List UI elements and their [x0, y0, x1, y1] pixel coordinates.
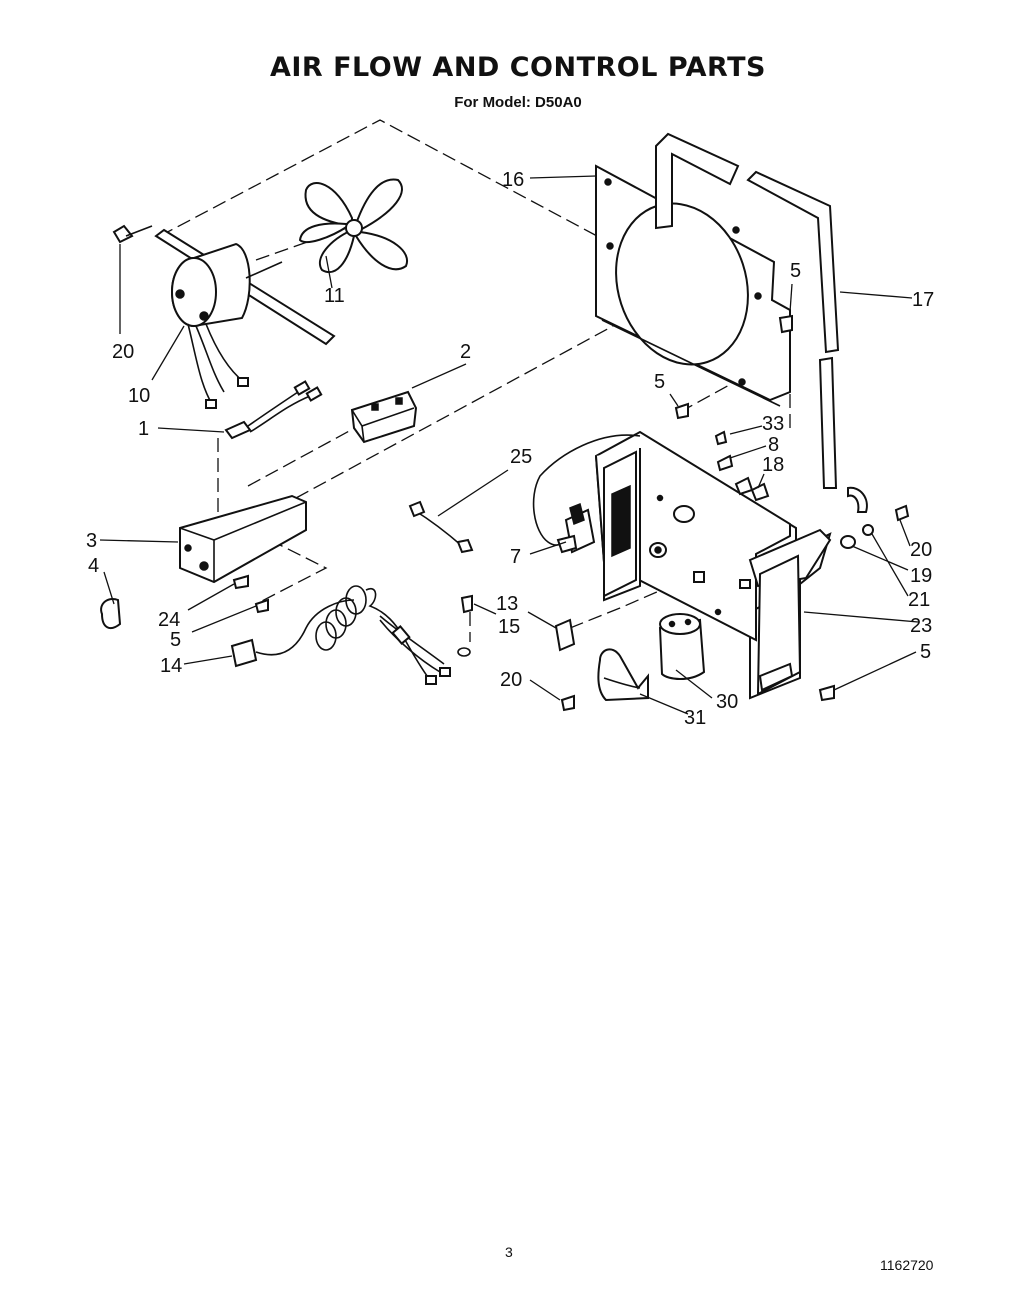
screw-part-20-upper: [112, 224, 153, 244]
callout-18: 18: [762, 454, 784, 476]
hardware-parts-33-8-18: [714, 430, 770, 502]
fan-shroud-part-16: [595, 164, 791, 407]
callout-11: 11: [324, 285, 345, 307]
switch-part-2: [350, 390, 418, 444]
callout-15: 15: [498, 616, 520, 638]
callout-16: 16: [502, 169, 524, 191]
capacitor-strap-part-31: [597, 648, 649, 702]
page-number: 3: [505, 1244, 513, 1260]
callout-23: 23: [910, 615, 932, 637]
callout-31: 31: [684, 707, 706, 729]
callout-21: 21: [908, 589, 930, 611]
small-screws-bracket: [232, 574, 269, 614]
model-subtitle: For Model: D50A0: [454, 94, 582, 111]
fan-motor-part-10: [154, 228, 336, 409]
ground-screw-part-15: [460, 594, 473, 614]
callout-3: 3: [86, 530, 97, 552]
callout-19: 19: [910, 565, 932, 587]
wire-lead-part-1: [224, 380, 323, 440]
callout-30: 30: [716, 691, 738, 713]
control-bracket-part-3: [179, 494, 307, 584]
relay-part-13: [554, 618, 576, 652]
callout-20: 20: [500, 669, 522, 691]
callout-8: 8: [768, 434, 779, 456]
bulb-clip-part-25: [408, 500, 474, 554]
callout-leaders: [99, 175, 919, 715]
page-title: AIR FLOW AND CONTROL PARTS: [269, 52, 767, 83]
callout-14: 14: [160, 655, 182, 677]
callout-1: 1: [138, 418, 149, 440]
screws-part-5: [560, 314, 835, 712]
seal-strips-part-17: [655, 132, 840, 489]
callout-numbers: 16 17 5 5 11 2 20 10 1 3 4 24 5 14 25 7 …: [86, 169, 934, 729]
callout-5: 5: [170, 629, 181, 651]
fan-blade-part-11: [298, 178, 409, 273]
callout-13: 13: [496, 593, 518, 615]
callout-4: 4: [88, 555, 99, 577]
hardware-parts-20-19-21: [840, 486, 910, 549]
knob-part-4: [100, 598, 122, 630]
callout-20: 20: [112, 341, 134, 363]
callout-5: 5: [654, 371, 665, 393]
callout-25: 25: [510, 446, 532, 468]
callout-2: 2: [460, 341, 471, 363]
capacitor-part-30: [658, 613, 706, 680]
callout-5: 5: [790, 260, 801, 282]
callout-24: 24: [158, 609, 180, 631]
callout-10: 10: [128, 385, 150, 407]
callout-20: 20: [910, 539, 932, 561]
callout-17: 17: [912, 289, 934, 311]
control-panel-part-23: [594, 430, 832, 700]
callout-7: 7: [510, 546, 521, 568]
callout-5: 5: [920, 641, 931, 663]
callout-33: 33: [762, 413, 784, 435]
power-cord-part-14: [230, 585, 471, 685]
document-number: 1162720: [880, 1257, 934, 1273]
